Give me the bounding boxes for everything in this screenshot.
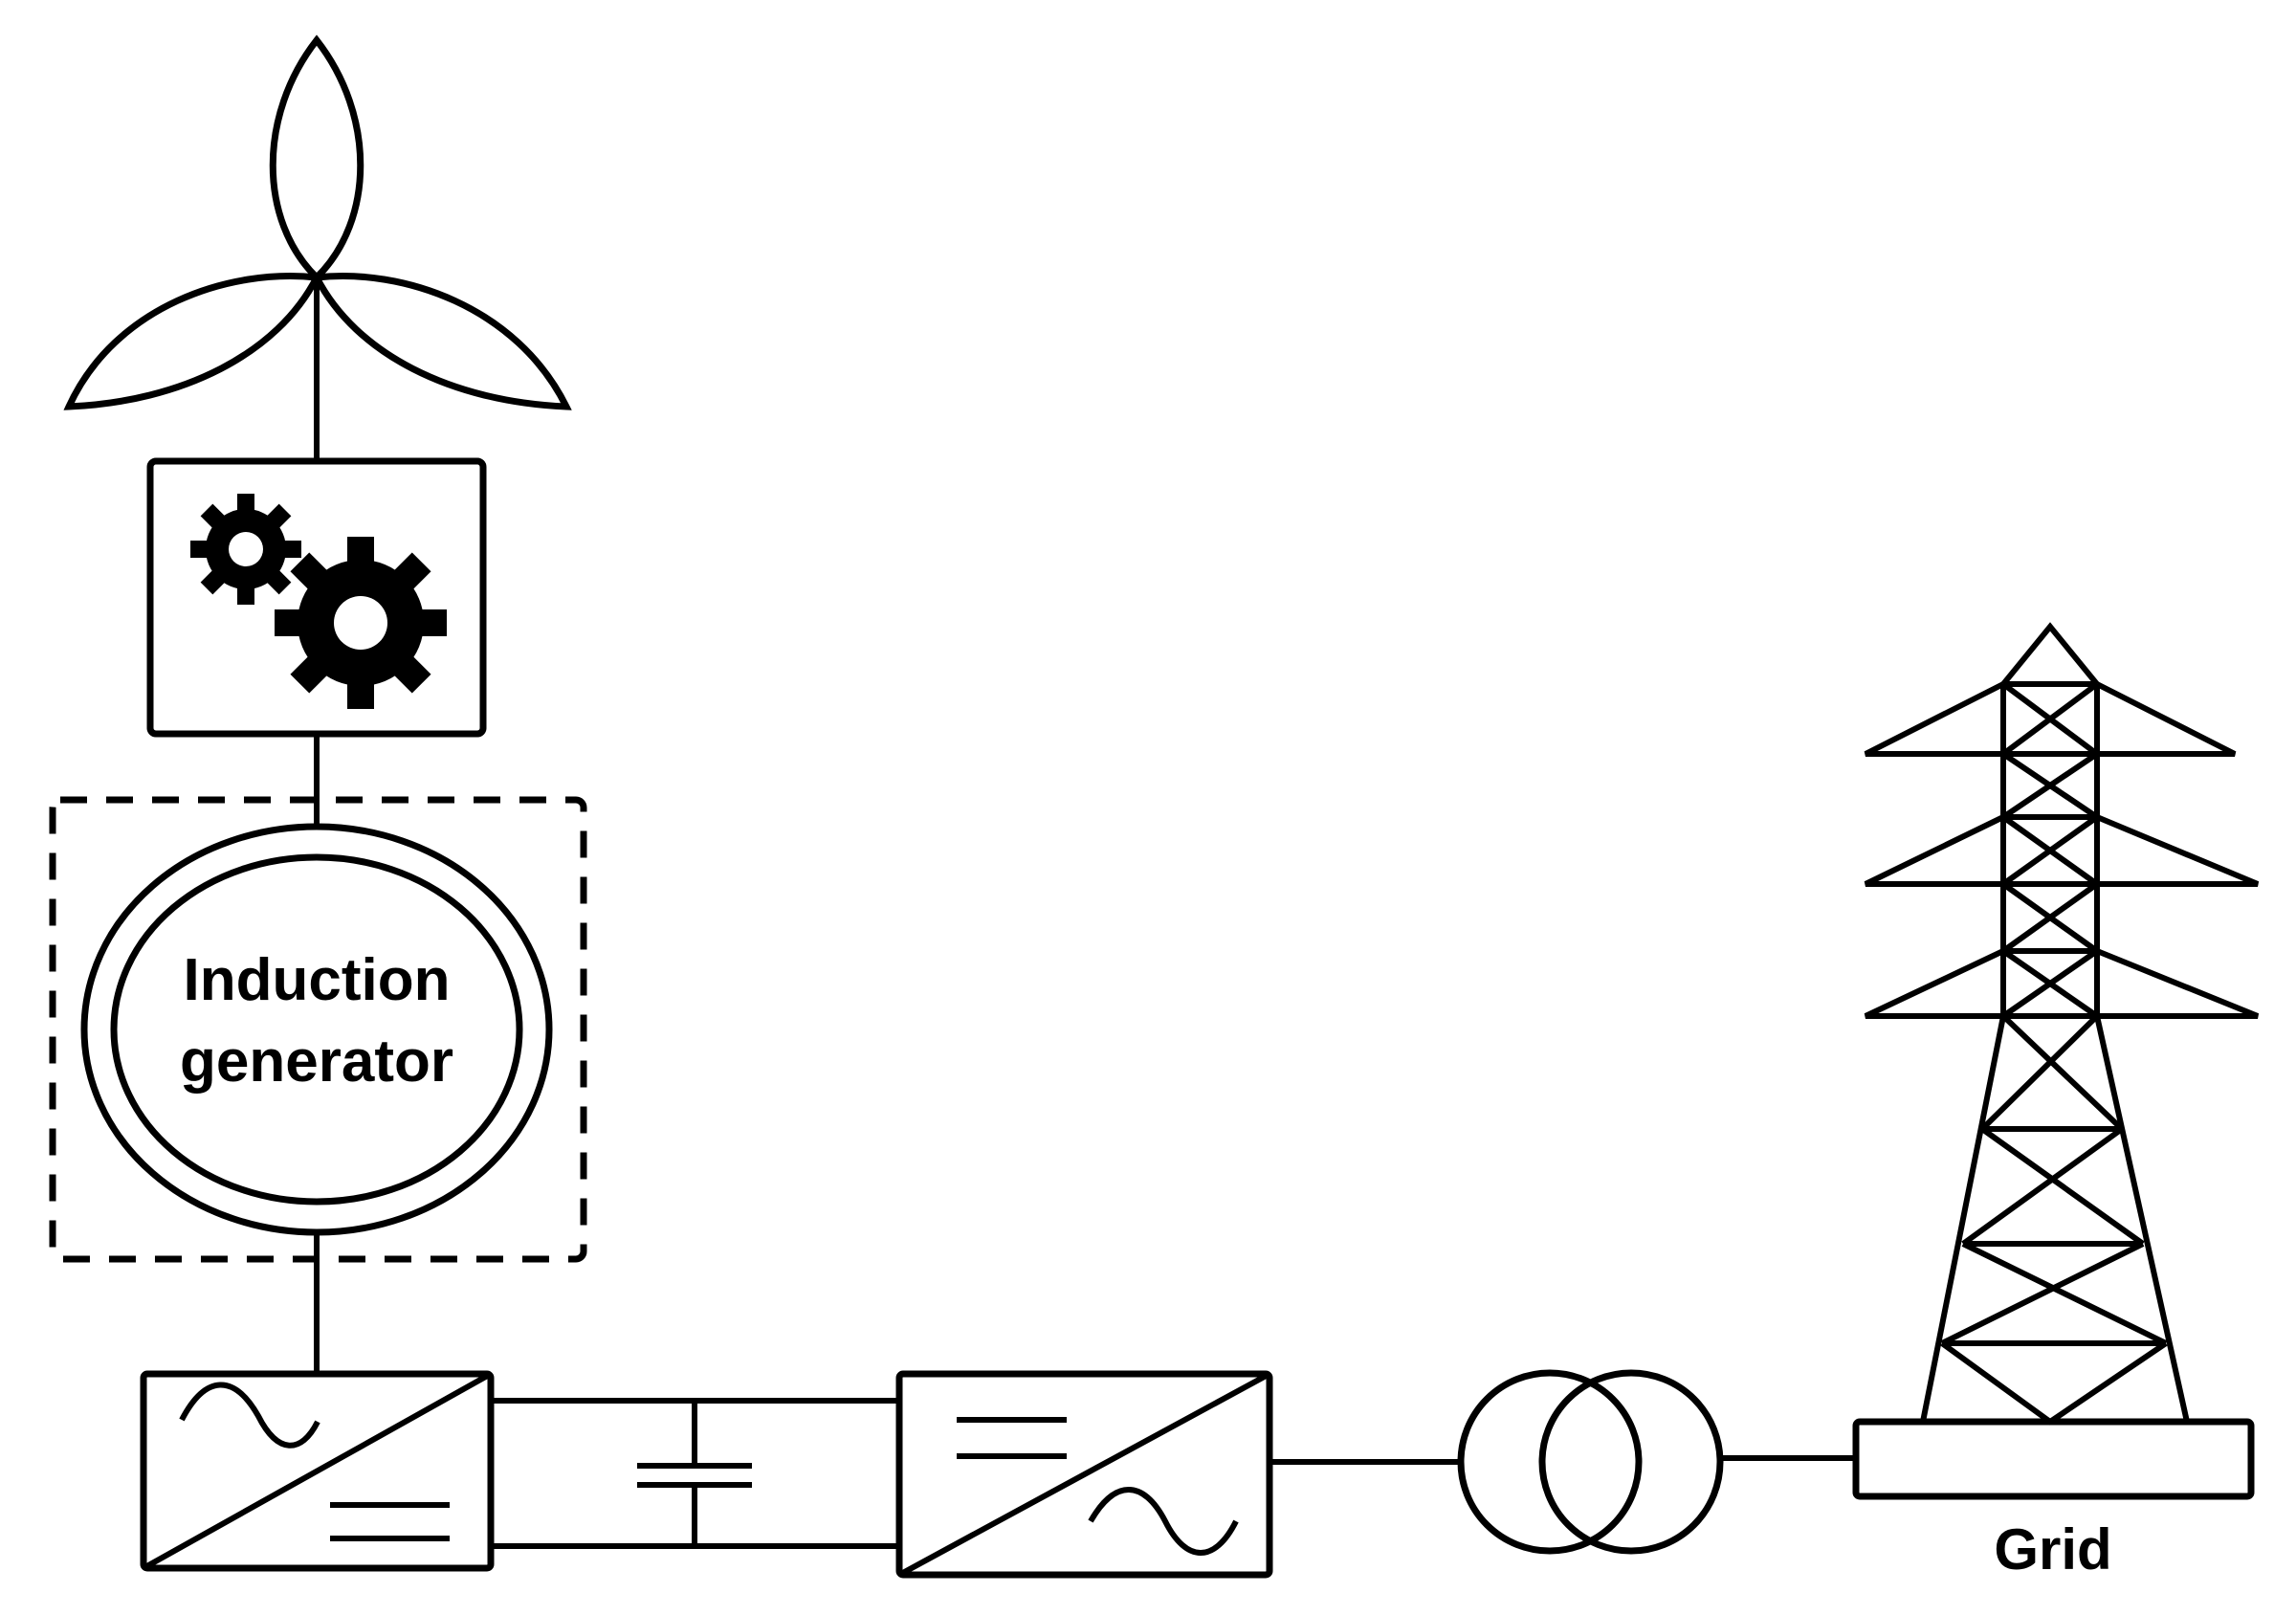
induction-generator: Induction generator	[49, 796, 587, 1263]
generator-label-line1: Induction	[184, 947, 451, 1013]
wind-turbine-icon	[63, 34, 572, 461]
generator-label-line2: generator	[180, 1029, 453, 1095]
ac-dc-converter-icon	[140, 1370, 495, 1572]
grid-label: Grid	[1994, 1517, 2111, 1582]
gearbox-gears-icon	[190, 494, 447, 709]
transmission-tower-icon	[1852, 622, 2260, 1500]
dc-link	[491, 1398, 899, 1549]
capacitor-icon	[637, 1401, 752, 1546]
transformer-icon	[1457, 1369, 1724, 1555]
gearbox	[146, 457, 487, 738]
dc-ac-converter-icon	[895, 1370, 1273, 1579]
